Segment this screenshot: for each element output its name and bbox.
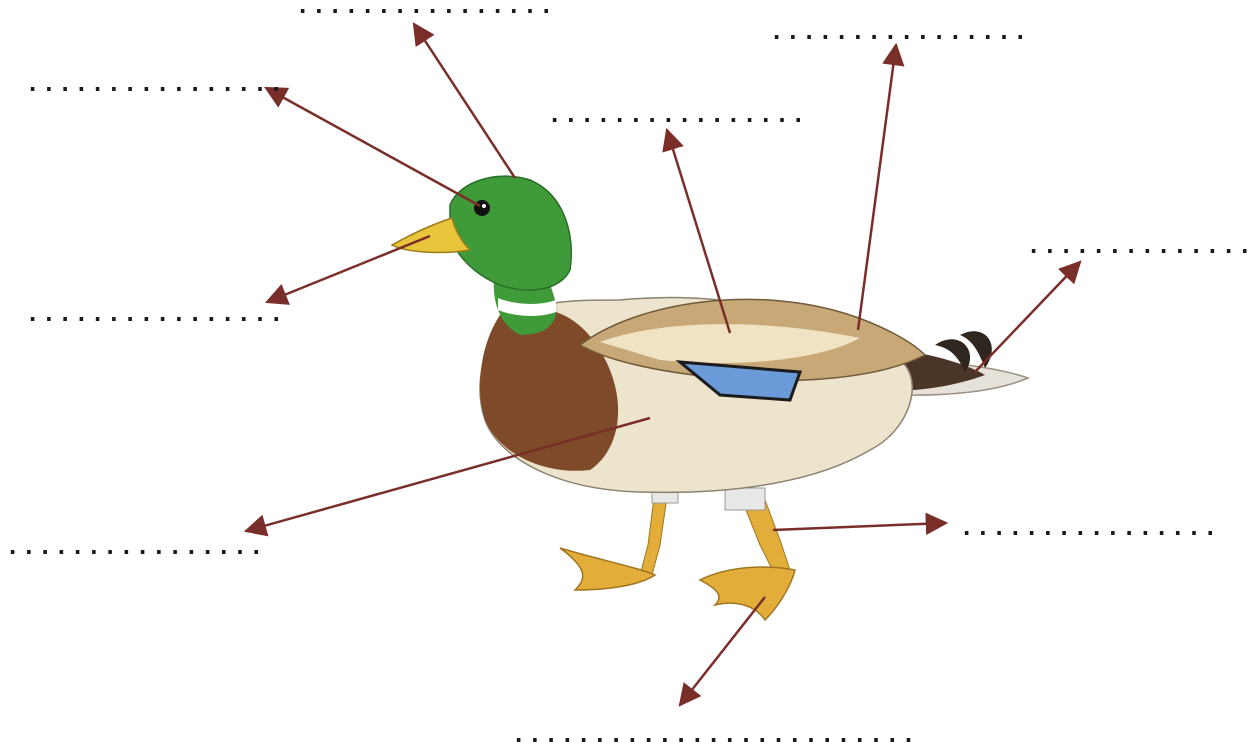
label-blank-foot[interactable]: ......................... [512,725,918,747]
duck-legs [560,485,795,620]
label-blank-wing[interactable]: ................ [548,105,808,127]
label-blank-leg[interactable]: ................ [960,518,1220,540]
duck-head [392,176,571,290]
label-blank-bill[interactable]: ................ [26,304,286,326]
arrow-back [858,45,896,330]
arrow-foot [680,597,765,705]
label-blank-crown[interactable]: ................ [296,0,556,18]
arrow-eye [266,88,480,206]
label-blank-belly[interactable]: ................ [6,537,266,559]
label-blank-tail[interactable]: ................ [1027,236,1259,258]
arrow-crown [414,24,515,178]
label-blank-eye[interactable]: ................ [26,74,286,96]
label-blank-back[interactable]: ................ [770,22,1030,44]
arrow-tail [975,262,1080,372]
arrow-leg [773,523,946,530]
arrow-bill [267,236,430,302]
